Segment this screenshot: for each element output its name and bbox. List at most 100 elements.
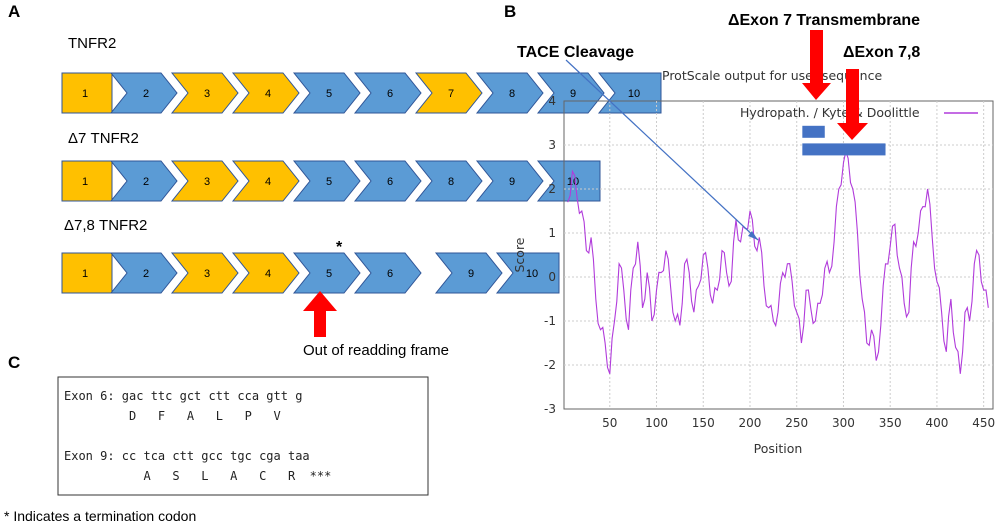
exon-4-label: 4 <box>265 88 271 100</box>
transmembrane-label: ΔExon 7 Transmembrane <box>728 12 920 29</box>
x-tick-label: 150 <box>692 416 715 430</box>
exon-8-label: 8 <box>448 176 454 188</box>
x-tick-label: 300 <box>832 416 855 430</box>
exon-4-shape <box>231 160 300 202</box>
exon-10-shape <box>495 252 560 294</box>
exon-2-label: 2 <box>143 268 149 280</box>
exon-5-shape <box>292 252 361 294</box>
tace-cleavage-label: TACE Cleavage <box>517 44 634 61</box>
exon6-translation: D F A L P V <box>64 409 281 423</box>
exon-9-label: 9 <box>570 88 576 100</box>
exon-9-shape <box>434 252 503 294</box>
panel-letter-c: C <box>8 353 20 372</box>
exon-6-shape <box>353 252 422 294</box>
exon-6-shape <box>353 160 422 202</box>
panel-letter-b: B <box>504 2 516 21</box>
y-tick-label: 2 <box>548 182 556 196</box>
exon-5-label: 5 <box>326 176 332 188</box>
exon-9-shape <box>536 72 605 114</box>
panel-b-hydropathy-plot: ΔExon 7 Transmembrane TACE Cleavage ΔExo… <box>512 12 995 456</box>
exon-2-label: 2 <box>143 176 149 188</box>
exon-3-shape <box>170 160 239 202</box>
x-tick-label: 400 <box>925 416 948 430</box>
exon-7-shape <box>414 72 483 114</box>
exon-8-shape <box>414 160 483 202</box>
exon-1-label: 1 <box>82 176 88 188</box>
x-tick-label: 450 <box>972 416 995 430</box>
exon78-arrow <box>837 69 868 140</box>
x-tick-label: 200 <box>739 416 762 430</box>
panel-letter-a: A <box>8 2 20 21</box>
y-tick-label: -1 <box>544 314 556 328</box>
exon-3-label: 3 <box>204 268 210 280</box>
exon-6-label: 6 <box>387 88 393 100</box>
exon-5-shape <box>292 72 361 114</box>
out-of-frame-label: Out of readding frame <box>303 342 449 359</box>
exon-7-label: 7 <box>448 88 454 100</box>
y-tick-label: 1 <box>548 226 556 240</box>
tace-pointer-head <box>748 231 758 240</box>
exon-2-label: 2 <box>143 88 149 100</box>
exon-5-shape <box>292 160 361 202</box>
exon-2-shape <box>109 252 178 294</box>
plot-frame <box>563 100 994 410</box>
exon-10-label: 10 <box>628 88 640 100</box>
exon-10-shape <box>597 72 662 114</box>
y-tick-label: 0 <box>548 270 556 284</box>
series-line-hydropathy <box>567 149 989 374</box>
frame-asterisk: * <box>336 239 343 256</box>
transmembrane-arrow <box>802 30 831 100</box>
tace-pointer-line <box>565 59 759 241</box>
exon-1-label: 1 <box>82 88 88 100</box>
exon-6-label: 6 <box>387 176 393 188</box>
x-tick-label: 50 <box>602 416 617 430</box>
exon-2-shape <box>109 72 178 114</box>
sequence-box-frame <box>57 376 429 496</box>
x-tick-label: 100 <box>645 416 668 430</box>
y-tick-label: -2 <box>544 358 556 372</box>
exon-9-shape <box>475 160 544 202</box>
exon-3-label: 3 <box>204 176 210 188</box>
row-label-tnfr2: TNFR2 <box>68 35 116 52</box>
plot-grid <box>564 101 993 409</box>
y-tick-label: -3 <box>544 402 556 416</box>
out-of-frame-arrow <box>303 291 337 337</box>
exon-10-shape <box>536 160 601 202</box>
exon-4-label: 4 <box>265 268 271 280</box>
exon-5-label: 5 <box>326 88 332 100</box>
exon-6-label: 6 <box>387 268 393 280</box>
y-axis-label: Score <box>512 237 527 272</box>
exon-10-label: 10 <box>567 176 579 188</box>
exon-6-shape <box>353 72 422 114</box>
x-tick-label: 250 <box>785 416 808 430</box>
exon-3-shape <box>170 72 239 114</box>
exon-4-shape <box>231 252 300 294</box>
footnote: * Indicates a termination codon <box>4 508 196 524</box>
exon-3-label: 3 <box>204 88 210 100</box>
x-tick-label: 350 <box>879 416 902 430</box>
exon-3-shape <box>170 252 239 294</box>
plot-title: ProtScale output for user sequence <box>662 68 882 83</box>
exon-2-shape <box>109 160 178 202</box>
exon6-sequence: Exon 6: gac ttc gct ctt cca gtt g <box>64 389 302 403</box>
legend-label: Hydropath. / Kyte & Doolittle <box>740 105 920 120</box>
exon78-box <box>802 143 886 156</box>
exon-9-label: 9 <box>509 176 515 188</box>
exon-1-label: 1 <box>82 268 88 280</box>
exon-9-label: 9 <box>468 268 474 280</box>
transmembrane-box <box>802 125 825 138</box>
panel-c-sequence-box: Exon 6: gac ttc gct ctt cca gtt g D F A … <box>57 376 429 496</box>
exon-8-shape <box>475 72 544 114</box>
exon-10-label: 10 <box>526 268 538 280</box>
exon9-translation: A S L A C R *** <box>64 469 331 483</box>
y-tick-label: 4 <box>548 94 556 108</box>
row-label-delta78: Δ7,8 TNFR2 <box>64 217 147 234</box>
x-axis-ticks: 50 100 150 200 250 300 350 400 450 <box>602 416 995 430</box>
x-axis-label: Position <box>754 441 803 456</box>
exon-4-shape <box>231 72 300 114</box>
